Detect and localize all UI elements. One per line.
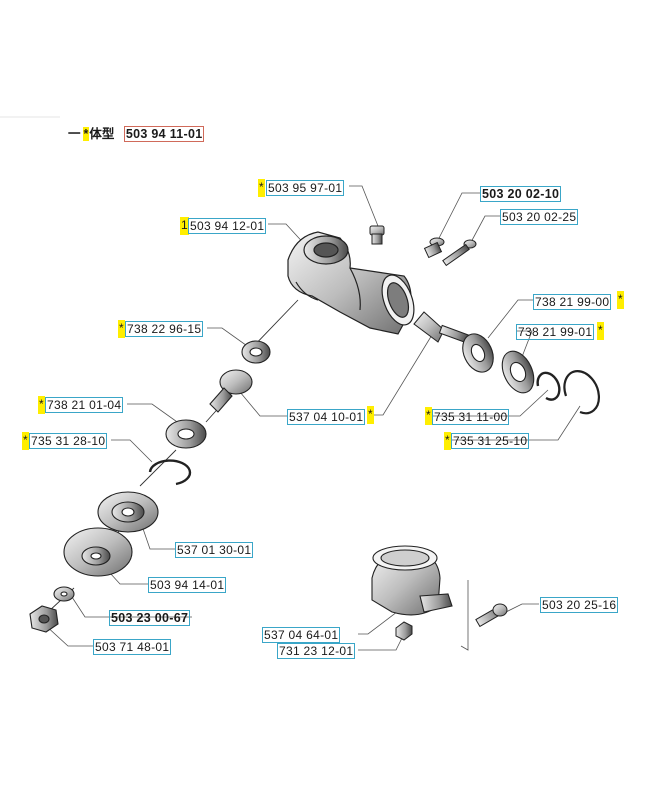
part-label-738-21-99-00[interactable]: 738 21 99-00 <box>533 294 612 310</box>
assembly-title: 一*体型 503 94 11-01 <box>68 123 205 142</box>
star-mark-l8: * <box>38 396 45 414</box>
part-label-503-94-12-01[interactable]: 503 94 12-01 <box>188 218 267 234</box>
circlip-735-31-11-00 <box>536 371 561 401</box>
part-label-735-31-28-10[interactable]: 735 31 28-10 <box>29 433 108 449</box>
star-mark-l1: * <box>258 179 265 197</box>
part-label-738-22-96-15[interactable]: 738 22 96-15 <box>125 321 204 337</box>
part-label-503-94-14-01[interactable]: 503 94 14-01 <box>148 577 227 593</box>
screw-503-20-02-25 <box>442 239 477 267</box>
star-mark-l5: * <box>617 291 624 309</box>
title-part-number[interactable]: 503 94 11-01 <box>123 126 205 142</box>
part-label-503-23-00-67[interactable]: 503 23 00-67 <box>109 610 191 626</box>
part-label-735-31-25-10[interactable]: 735 31 25-10 <box>451 433 530 449</box>
part-label-731-23-12-01[interactable]: 731 23 12-01 <box>277 643 356 659</box>
part-label-537-04-10-01[interactable]: 537 04 10-01 <box>287 409 366 425</box>
part-label-503-20-02-10[interactable]: 503 20 02-10 <box>480 186 562 202</box>
bearing-738-21-99-00 <box>462 333 494 373</box>
part-label-503-71-48-01[interactable]: 503 71 48-01 <box>93 639 172 655</box>
star-mark-l9: * <box>367 406 374 424</box>
bearing-738-21-01-04 <box>165 419 207 449</box>
cover-503-94-14-01 <box>63 527 133 577</box>
washer-503-23-00-67 <box>53 586 75 602</box>
nut-731-23-12-01 <box>395 621 413 641</box>
bearing-738-21-99-01 <box>501 350 535 394</box>
part-label-503-20-25-16[interactable]: 503 20 25-16 <box>540 597 619 613</box>
bearing-738-22-96-15 <box>241 340 271 364</box>
part-label-537-04-64-01[interactable]: 537 04 64-01 <box>262 627 341 643</box>
title-text: 体型 <box>89 127 115 141</box>
title-star: * <box>82 127 90 141</box>
part-label-537-01-30-01[interactable]: 537 01 30-01 <box>175 542 254 558</box>
part-label-503-20-02-25[interactable]: 503 20 02-25 <box>500 209 579 225</box>
star-mark-l4: 1 <box>180 217 189 235</box>
circlip-735-31-28-10 <box>148 459 192 486</box>
star-mark-l10: * <box>425 407 432 425</box>
screw-503-20-25-16 <box>475 603 508 628</box>
clamp-537-04-64-01 <box>371 545 453 616</box>
title-prefix: 一 <box>68 127 81 141</box>
star-mark-l7: * <box>597 322 604 340</box>
spindle-537-04-10-01 <box>209 369 253 413</box>
star-mark-l11: * <box>22 432 29 450</box>
bolt-503-95-97-01 <box>369 225 385 245</box>
gearbox-housing <box>287 231 415 335</box>
circlip-735-31-25-10 <box>563 370 600 415</box>
part-label-738-21-99-01[interactable]: 738 21 99-01 <box>516 324 595 340</box>
part-label-503-95-97-01[interactable]: 503 95 97-01 <box>266 180 345 196</box>
flange-537-01-30-01 <box>97 491 159 533</box>
bolt-503-20-02-10 <box>423 237 445 259</box>
pinion-gear <box>413 311 470 344</box>
star-mark-l12: * <box>444 432 451 450</box>
star-mark-l6: * <box>118 320 125 338</box>
nut-503-71-48-01 <box>29 605 59 633</box>
part-label-735-31-11-00[interactable]: 735 31 11-00 <box>432 409 510 425</box>
part-label-738-21-01-04[interactable]: 738 21 01-04 <box>45 397 124 413</box>
